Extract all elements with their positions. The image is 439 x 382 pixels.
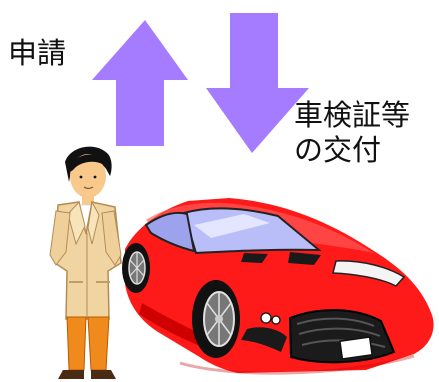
issue-label-line-1: 車検証等 [294,98,411,132]
apply-label: 申請 [8,36,67,70]
upward-arrow-icon [92,20,188,146]
sports-car-icon [122,198,434,375]
downward-arrow-icon [206,13,309,153]
issue-label: 車検証等 の交付 [294,98,410,169]
issue-label-line-2: の交付 [294,133,382,168]
person-icon [49,146,122,379]
